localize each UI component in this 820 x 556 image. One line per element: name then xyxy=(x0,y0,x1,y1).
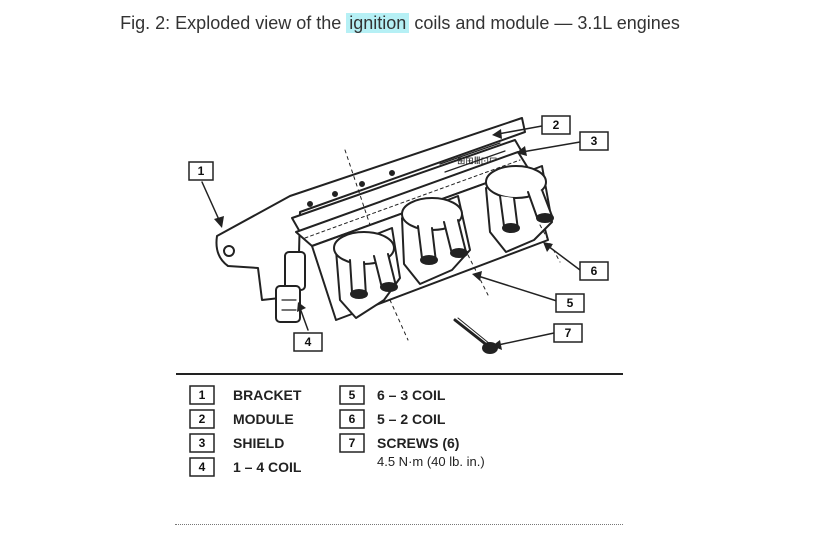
legend-sublabel: 4.5 N·m (40 lb. in.) xyxy=(377,454,485,469)
bracket-hole xyxy=(223,245,235,257)
legend-label: BRACKET xyxy=(233,387,302,403)
legend-label: SHIELD xyxy=(233,435,284,451)
legend-label: 1 – 4 COIL xyxy=(233,459,302,475)
svg-text:⊞⊞Ⅲ⊡⊡: ⊞⊞Ⅲ⊡⊡ xyxy=(457,156,497,167)
legend-number: 4 xyxy=(199,460,206,474)
legend-item-coil-1-4: 4 1 – 4 COIL xyxy=(189,457,302,477)
legend-item-coil-6-3: 5 6 – 3 COIL xyxy=(339,385,446,405)
legend-number: 1 xyxy=(199,388,206,402)
legend-label: SCREWS (6) xyxy=(377,435,459,451)
legend-item-screws: 7 SCREWS (6) 4.5 N·m (40 lb. in.) xyxy=(339,433,485,469)
coil-5-2 xyxy=(485,165,554,253)
callout-3: 3 xyxy=(579,131,609,151)
legend-label: 6 – 3 COIL xyxy=(377,387,446,403)
callout-1: 1 xyxy=(188,161,214,181)
footer-divider xyxy=(175,524,623,525)
screw xyxy=(453,317,498,354)
callout-5: 5 xyxy=(555,293,585,313)
legend-label: 5 – 2 COIL xyxy=(377,411,446,427)
callout-number: 7 xyxy=(565,326,572,340)
callout-number: 4 xyxy=(305,335,312,349)
callout-number: 6 xyxy=(591,264,598,278)
callout-number: 1 xyxy=(198,164,205,178)
callout-7: 7 xyxy=(553,323,583,343)
callout-2: 2 xyxy=(541,115,571,135)
callout-6: 6 xyxy=(579,261,609,281)
legend-item-bracket: 1 BRACKET xyxy=(189,385,302,405)
legend-item-shield: 3 SHIELD xyxy=(189,433,284,453)
legend-item-coil-5-2: 6 5 – 2 COIL xyxy=(339,409,446,429)
connector-upper xyxy=(284,251,306,291)
legend-number: 2 xyxy=(199,412,206,426)
figure-caption: Fig. 2: Exploded view of the ignition co… xyxy=(120,12,680,34)
legend-number: 3 xyxy=(199,436,206,450)
legend-label: MODULE xyxy=(233,411,294,427)
legend-number: 7 xyxy=(349,436,356,450)
legend-number: 5 xyxy=(349,388,356,402)
legend-number: 6 xyxy=(349,412,356,426)
caption-suffix: coils and module — 3.1L engines xyxy=(409,13,680,33)
coil-6-3 xyxy=(401,195,471,285)
callout-4: 4 xyxy=(293,332,323,352)
coil-1-4 xyxy=(333,227,401,319)
legend-item-module: 2 MODULE xyxy=(189,409,294,429)
callout-number: 5 xyxy=(567,296,574,310)
caption-highlight: ignition xyxy=(346,13,410,33)
callout-number: 2 xyxy=(553,118,560,132)
callout-number: 3 xyxy=(591,134,598,148)
connector-lower xyxy=(275,285,301,323)
caption-prefix: Fig. 2: Exploded view of the xyxy=(120,13,347,33)
